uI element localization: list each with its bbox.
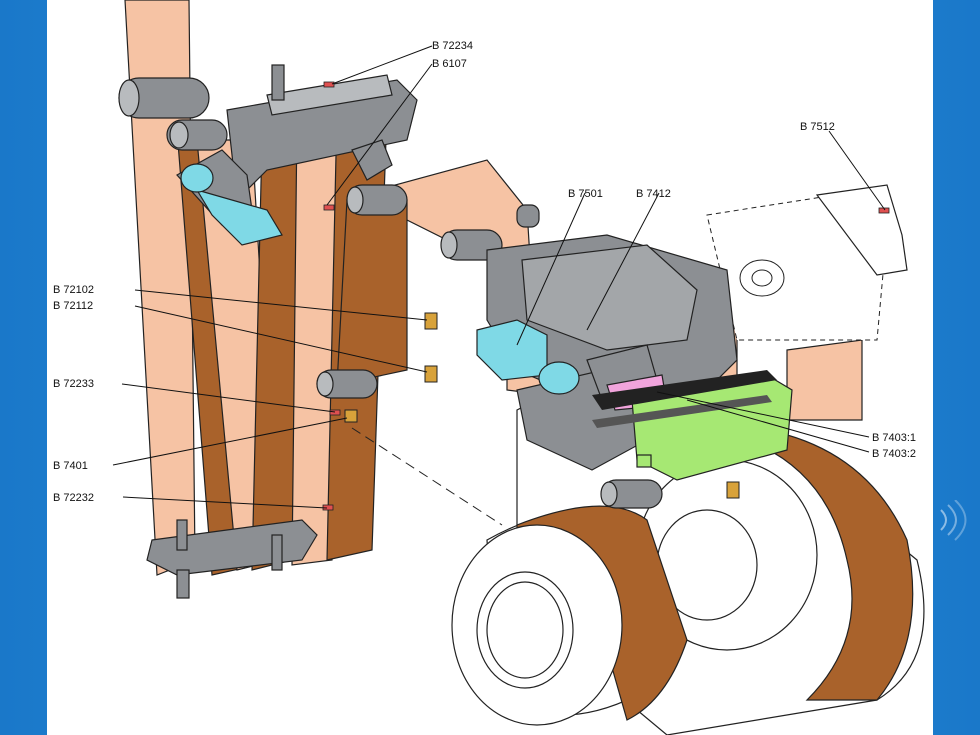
- label-b7412: B 7412: [636, 188, 671, 200]
- leader-lines: [112, 45, 886, 509]
- label-b7501: B 7501: [568, 188, 603, 200]
- slide-ripple-decoration: [940, 500, 967, 541]
- guide-rollers: [118, 77, 663, 509]
- label-b7403-1: B 7403:1: [872, 432, 916, 444]
- label-b72234: B 72234: [432, 40, 473, 52]
- machine-diagram: B 72234 B 6107 B 7512 B 7501 B 7412 B 72…: [53, 0, 925, 735]
- top-carriage: [176, 64, 418, 246]
- film-roll-main: [451, 386, 925, 735]
- sensors: [344, 312, 740, 499]
- print-unit: [476, 234, 793, 481]
- dashed-path: [351, 427, 503, 526]
- rear-roll-unit: [706, 184, 908, 341]
- label-b6107: B 6107: [432, 58, 467, 70]
- diagram-canvas: B 72234 B 6107 B 7512 B 7501 B 7412 B 72…: [47, 0, 933, 735]
- lower-bracket: [146, 519, 318, 599]
- label-b72102: B 72102: [53, 284, 94, 296]
- label-b72112: B 72112: [53, 300, 93, 312]
- label-b7512: B 7512: [800, 121, 835, 133]
- label-b7401: B 7401: [53, 460, 88, 472]
- component-labels: B 72234 B 6107 B 7512 B 7501 B 7412 B 72…: [53, 40, 916, 504]
- label-b7403-2: B 7403:2: [872, 448, 916, 460]
- label-b72232: B 72232: [53, 492, 94, 504]
- label-b72233: B 72233: [53, 378, 94, 390]
